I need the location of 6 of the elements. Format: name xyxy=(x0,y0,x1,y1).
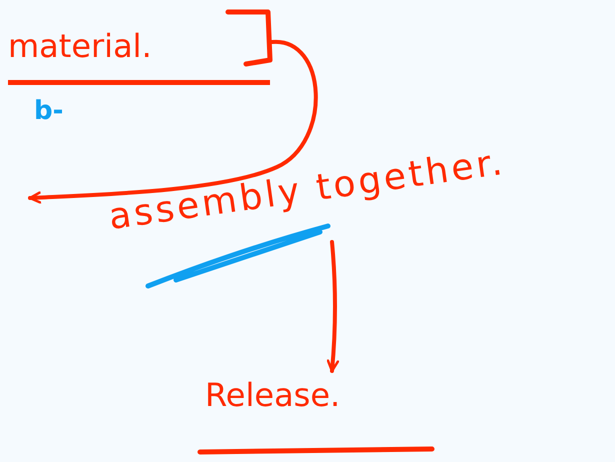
underlined-text: material. xyxy=(8,26,270,85)
arrow xyxy=(326,240,340,373)
arrow xyxy=(28,40,318,204)
handwritten-text: Release. xyxy=(205,375,340,415)
handwritten-text: assembly together. xyxy=(106,142,508,238)
handwritten-note: b- xyxy=(34,96,64,126)
